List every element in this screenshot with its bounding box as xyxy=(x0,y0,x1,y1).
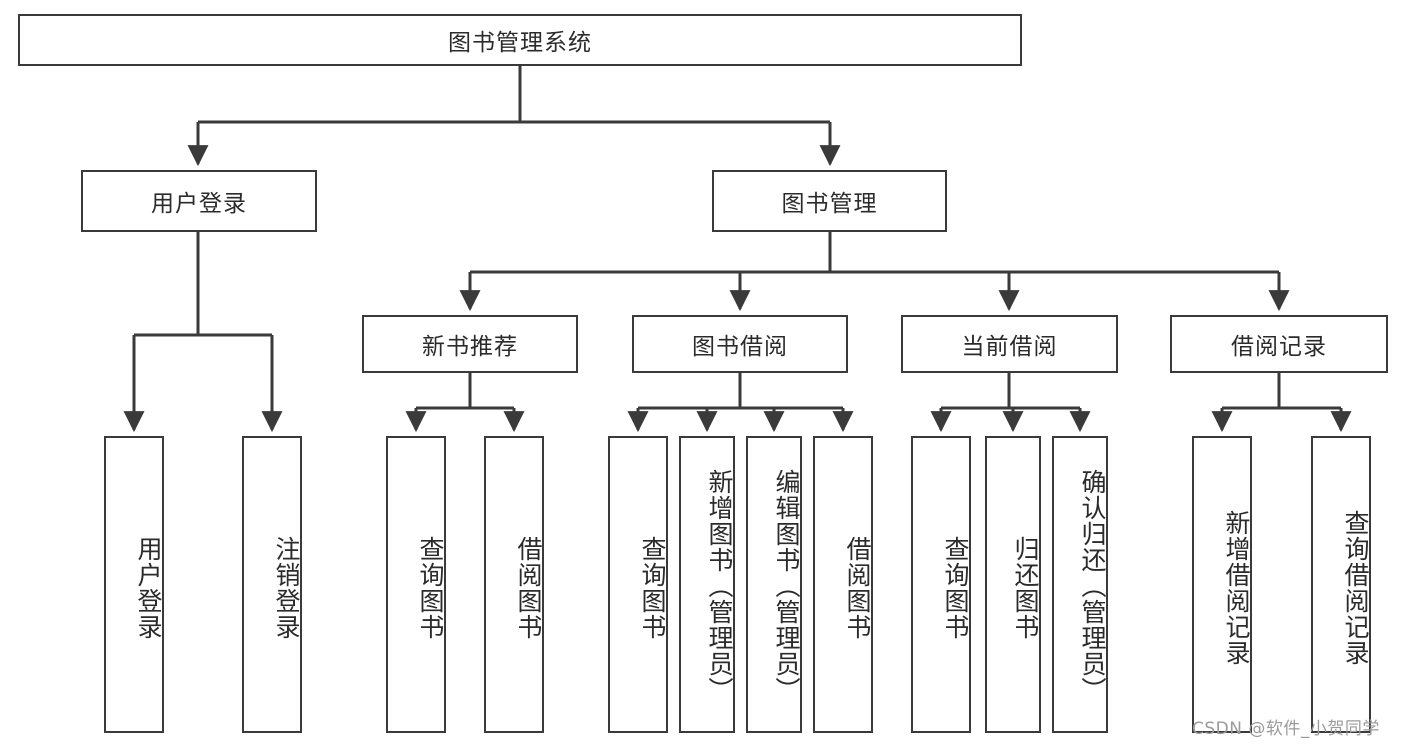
node-label: 归还图书 xyxy=(1011,535,1040,640)
node-label: 新增借阅记录 xyxy=(1222,509,1251,666)
node-leaf-query-book-borrow[interactable]: 查询图书 xyxy=(608,436,668,733)
node-label: 图书管理 xyxy=(781,191,878,217)
node-label: 借阅图书 xyxy=(843,535,872,640)
node-new-book-recommend[interactable]: 新书推荐 xyxy=(362,315,578,373)
node-leaf-add-book-admin[interactable]: 新增图书（管理员） xyxy=(679,436,735,733)
node-leaf-query-book-current[interactable]: 查询图书 xyxy=(911,436,971,733)
node-book-manage[interactable]: 图书管理 xyxy=(712,170,947,232)
node-label: 图书管理系统 xyxy=(448,30,592,56)
node-borrow-record[interactable]: 借阅记录 xyxy=(1170,315,1388,373)
node-root-system[interactable]: 图书管理系统 xyxy=(18,14,1022,66)
node-label: 编辑图书（管理员） xyxy=(772,469,801,703)
node-label: 注销登录 xyxy=(272,535,301,640)
node-label: 查询借阅记录 xyxy=(1341,509,1370,666)
node-leaf-user-login[interactable]: 用户登录 xyxy=(104,436,164,733)
node-label: 借阅图书 xyxy=(514,535,543,640)
csdn-watermark: CSDN @软件_小贺同学 xyxy=(1192,719,1380,739)
node-user-login[interactable]: 用户登录 xyxy=(81,170,317,232)
node-leaf-confirm-return-admin[interactable]: 确认归还（管理员） xyxy=(1052,436,1108,733)
node-leaf-query-borrow-record[interactable]: 查询借阅记录 xyxy=(1311,436,1371,733)
node-current-borrow[interactable]: 当前借阅 xyxy=(901,315,1118,373)
node-label: 查询图书 xyxy=(638,535,667,640)
node-label: 借阅记录 xyxy=(1231,334,1327,360)
node-leaf-return-book[interactable]: 归还图书 xyxy=(985,436,1041,733)
node-label: 用户登录 xyxy=(134,535,163,640)
node-label: 新增图书（管理员） xyxy=(705,469,734,703)
node-leaf-add-borrow-record[interactable]: 新增借阅记录 xyxy=(1192,436,1252,733)
node-label: 新书推荐 xyxy=(422,334,518,360)
node-leaf-query-book-recommend[interactable]: 查询图书 xyxy=(386,436,446,733)
node-label: 当前借阅 xyxy=(961,334,1058,360)
node-label: 查询图书 xyxy=(416,535,445,640)
node-label: 用户登录 xyxy=(151,191,247,217)
node-leaf-borrow-book[interactable]: 借阅图书 xyxy=(813,436,873,733)
node-leaf-borrow-book-recommend[interactable]: 借阅图书 xyxy=(484,436,544,733)
node-book-borrow[interactable]: 图书借阅 xyxy=(632,315,848,373)
node-label: 确认归还（管理员） xyxy=(1078,469,1107,703)
node-leaf-edit-book-admin[interactable]: 编辑图书（管理员） xyxy=(746,436,802,733)
node-leaf-logout-login[interactable]: 注销登录 xyxy=(242,436,302,733)
node-label: 查询图书 xyxy=(941,535,970,640)
node-label: 图书借阅 xyxy=(692,334,788,360)
